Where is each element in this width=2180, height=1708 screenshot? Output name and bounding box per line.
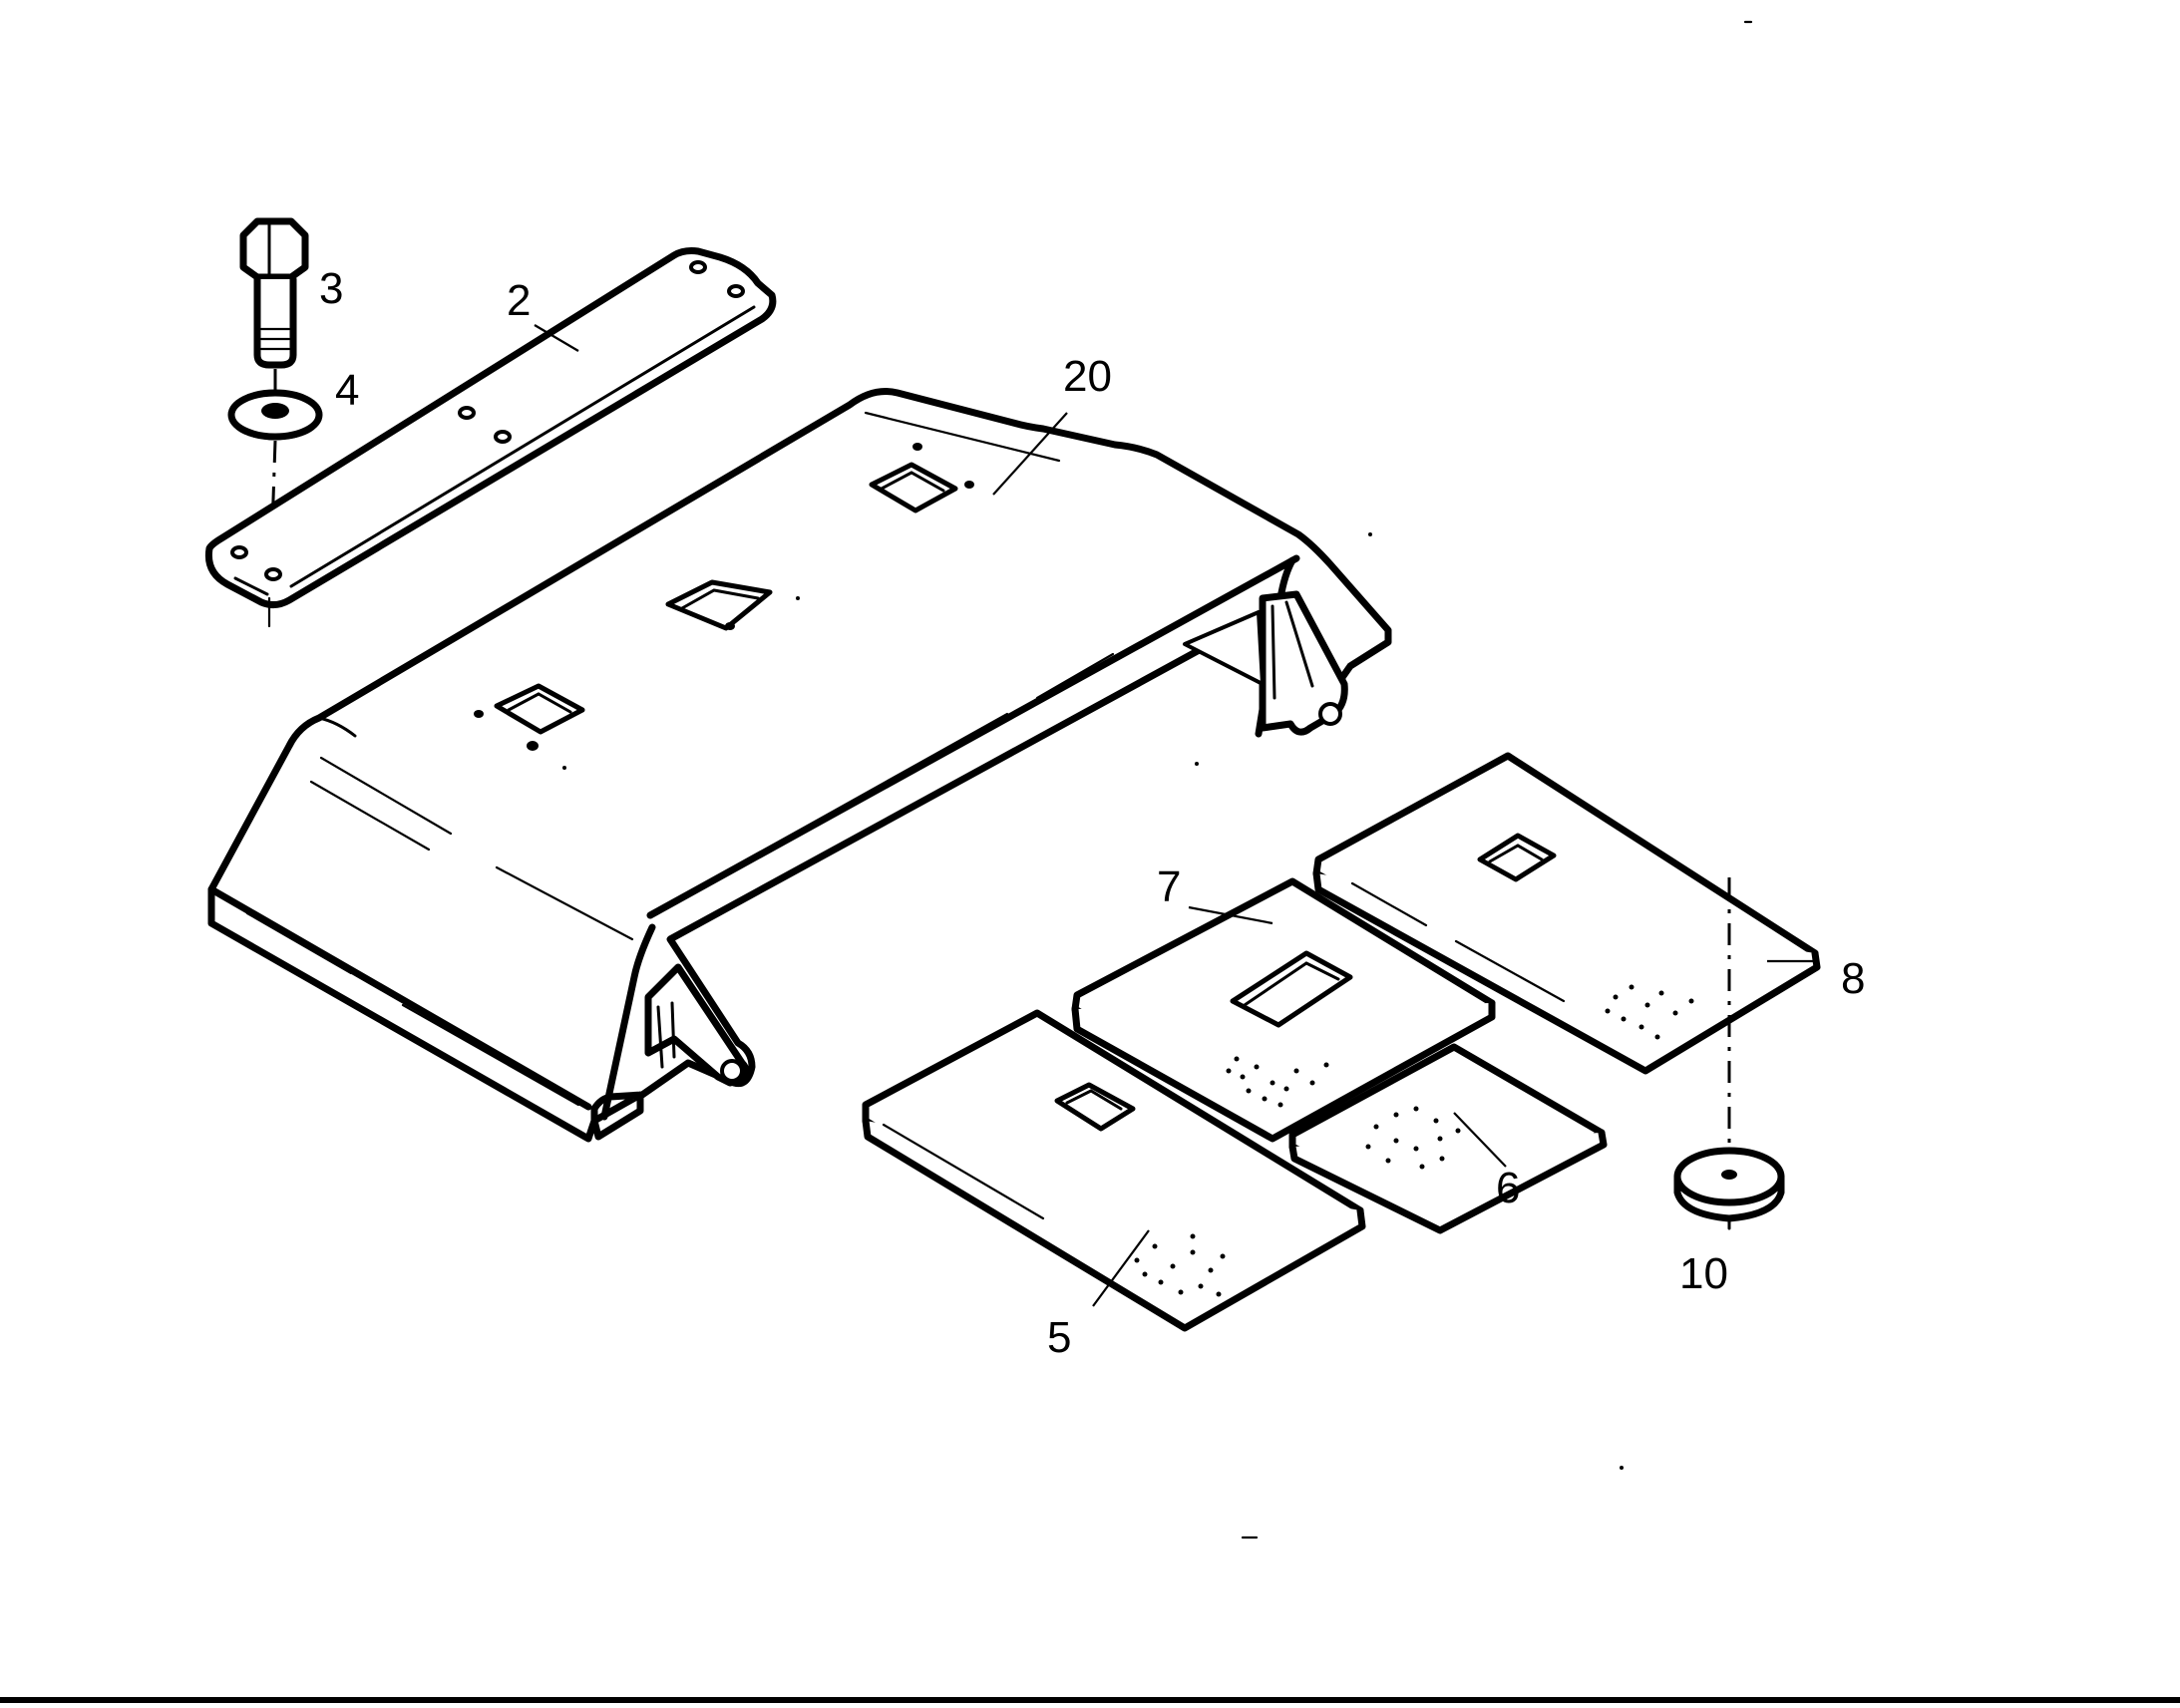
flat-strip bbox=[204, 247, 777, 628]
callout-7: 7 bbox=[1157, 862, 1181, 911]
pad-5-texture bbox=[1134, 1233, 1226, 1297]
round-disc bbox=[1673, 877, 1785, 1230]
hex-bolt bbox=[239, 217, 309, 395]
callout-20: 20 bbox=[1063, 352, 1112, 401]
callout-10: 10 bbox=[1679, 1249, 1728, 1298]
pad-6-texture bbox=[1365, 1106, 1461, 1170]
pad-7-texture bbox=[1226, 1056, 1329, 1108]
callout-5: 5 bbox=[1047, 1313, 1071, 1362]
pad-7 bbox=[1071, 877, 1496, 1143]
page-marks bbox=[562, 20, 1753, 1539]
callout-4: 4 bbox=[335, 366, 359, 415]
pad-5 bbox=[862, 1009, 1366, 1332]
callout-3: 3 bbox=[319, 264, 343, 313]
callout-6: 6 bbox=[1496, 1164, 1520, 1212]
slot-2 bbox=[665, 579, 773, 631]
main-cover bbox=[207, 388, 1392, 1143]
bottom-rule bbox=[0, 1697, 2180, 1703]
leader-lines bbox=[534, 324, 1817, 1307]
pad-8-texture bbox=[1605, 984, 1694, 1040]
callouts: 2 3 4 20 7 8 6 10 5 bbox=[319, 264, 1865, 1362]
slot-1 bbox=[474, 683, 585, 751]
callout-8: 8 bbox=[1841, 954, 1865, 1003]
washer bbox=[227, 389, 323, 559]
pad-6 bbox=[1288, 1043, 1608, 1234]
callout-2: 2 bbox=[507, 276, 531, 325]
slot-3 bbox=[869, 443, 974, 513]
